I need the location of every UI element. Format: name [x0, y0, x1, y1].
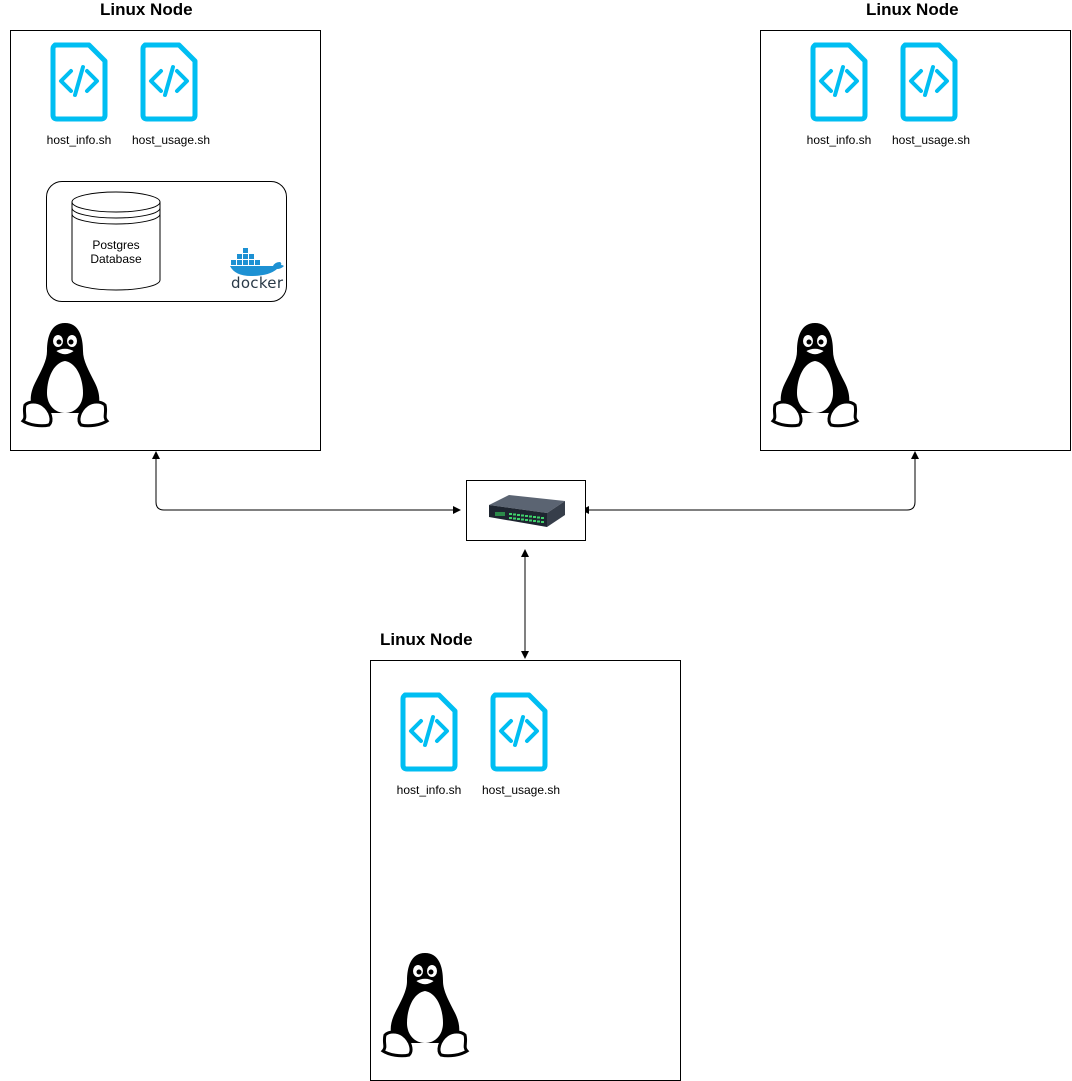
- database-label-line1: Postgres: [92, 238, 140, 252]
- database-label: Postgres Database: [71, 238, 161, 266]
- script-host-info[interactable]: [809, 41, 869, 128]
- script-host-info[interactable]: [49, 41, 109, 128]
- database-label-line2: Database: [90, 252, 142, 266]
- node-title: Linux Node: [380, 630, 473, 649]
- code-file-icon: [50, 42, 108, 122]
- link-node1-switch: [152, 451, 461, 514]
- docker-whale-icon: [230, 248, 284, 276]
- code-file-icon: [900, 42, 958, 122]
- docker-wordmark: docker: [231, 274, 284, 292]
- linux-tux-icon: [380, 953, 470, 1058]
- linux-node-box: host_info.sh host_usage.sh Postgres Data…: [10, 30, 321, 451]
- script-label: host_info.sh: [46, 133, 112, 147]
- docker-logo: docker: [229, 246, 287, 296]
- code-file-icon: [400, 692, 458, 772]
- network-switch-icon: [489, 495, 565, 527]
- code-file-icon: [810, 42, 868, 122]
- script-host-info[interactable]: [399, 691, 459, 778]
- linux-node-box: host_info.sh host_usage.sh: [370, 660, 681, 1081]
- script-label: host_usage.sh: [481, 783, 561, 797]
- linux-tux-icon: [20, 323, 110, 428]
- network-switch[interactable]: [466, 480, 586, 541]
- code-file-icon: [140, 42, 198, 122]
- node-title: Linux Node: [866, 0, 959, 19]
- script-host-usage[interactable]: [139, 41, 199, 128]
- linux-tux-icon: [770, 323, 860, 428]
- script-label: host_usage.sh: [131, 133, 211, 147]
- script-host-usage[interactable]: [489, 691, 549, 778]
- script-label: host_info.sh: [396, 783, 462, 797]
- link-node2-switch: [581, 451, 919, 514]
- docker-container[interactable]: Postgres Database docker: [46, 181, 287, 302]
- database-cylinder-icon: [71, 191, 161, 291]
- linux-node-box: host_info.sh host_usage.sh: [760, 30, 1071, 451]
- script-label: host_usage.sh: [891, 133, 971, 147]
- node-title: Linux Node: [100, 0, 193, 19]
- script-host-usage[interactable]: [899, 41, 959, 128]
- code-file-icon: [490, 692, 548, 772]
- script-label: host_info.sh: [806, 133, 872, 147]
